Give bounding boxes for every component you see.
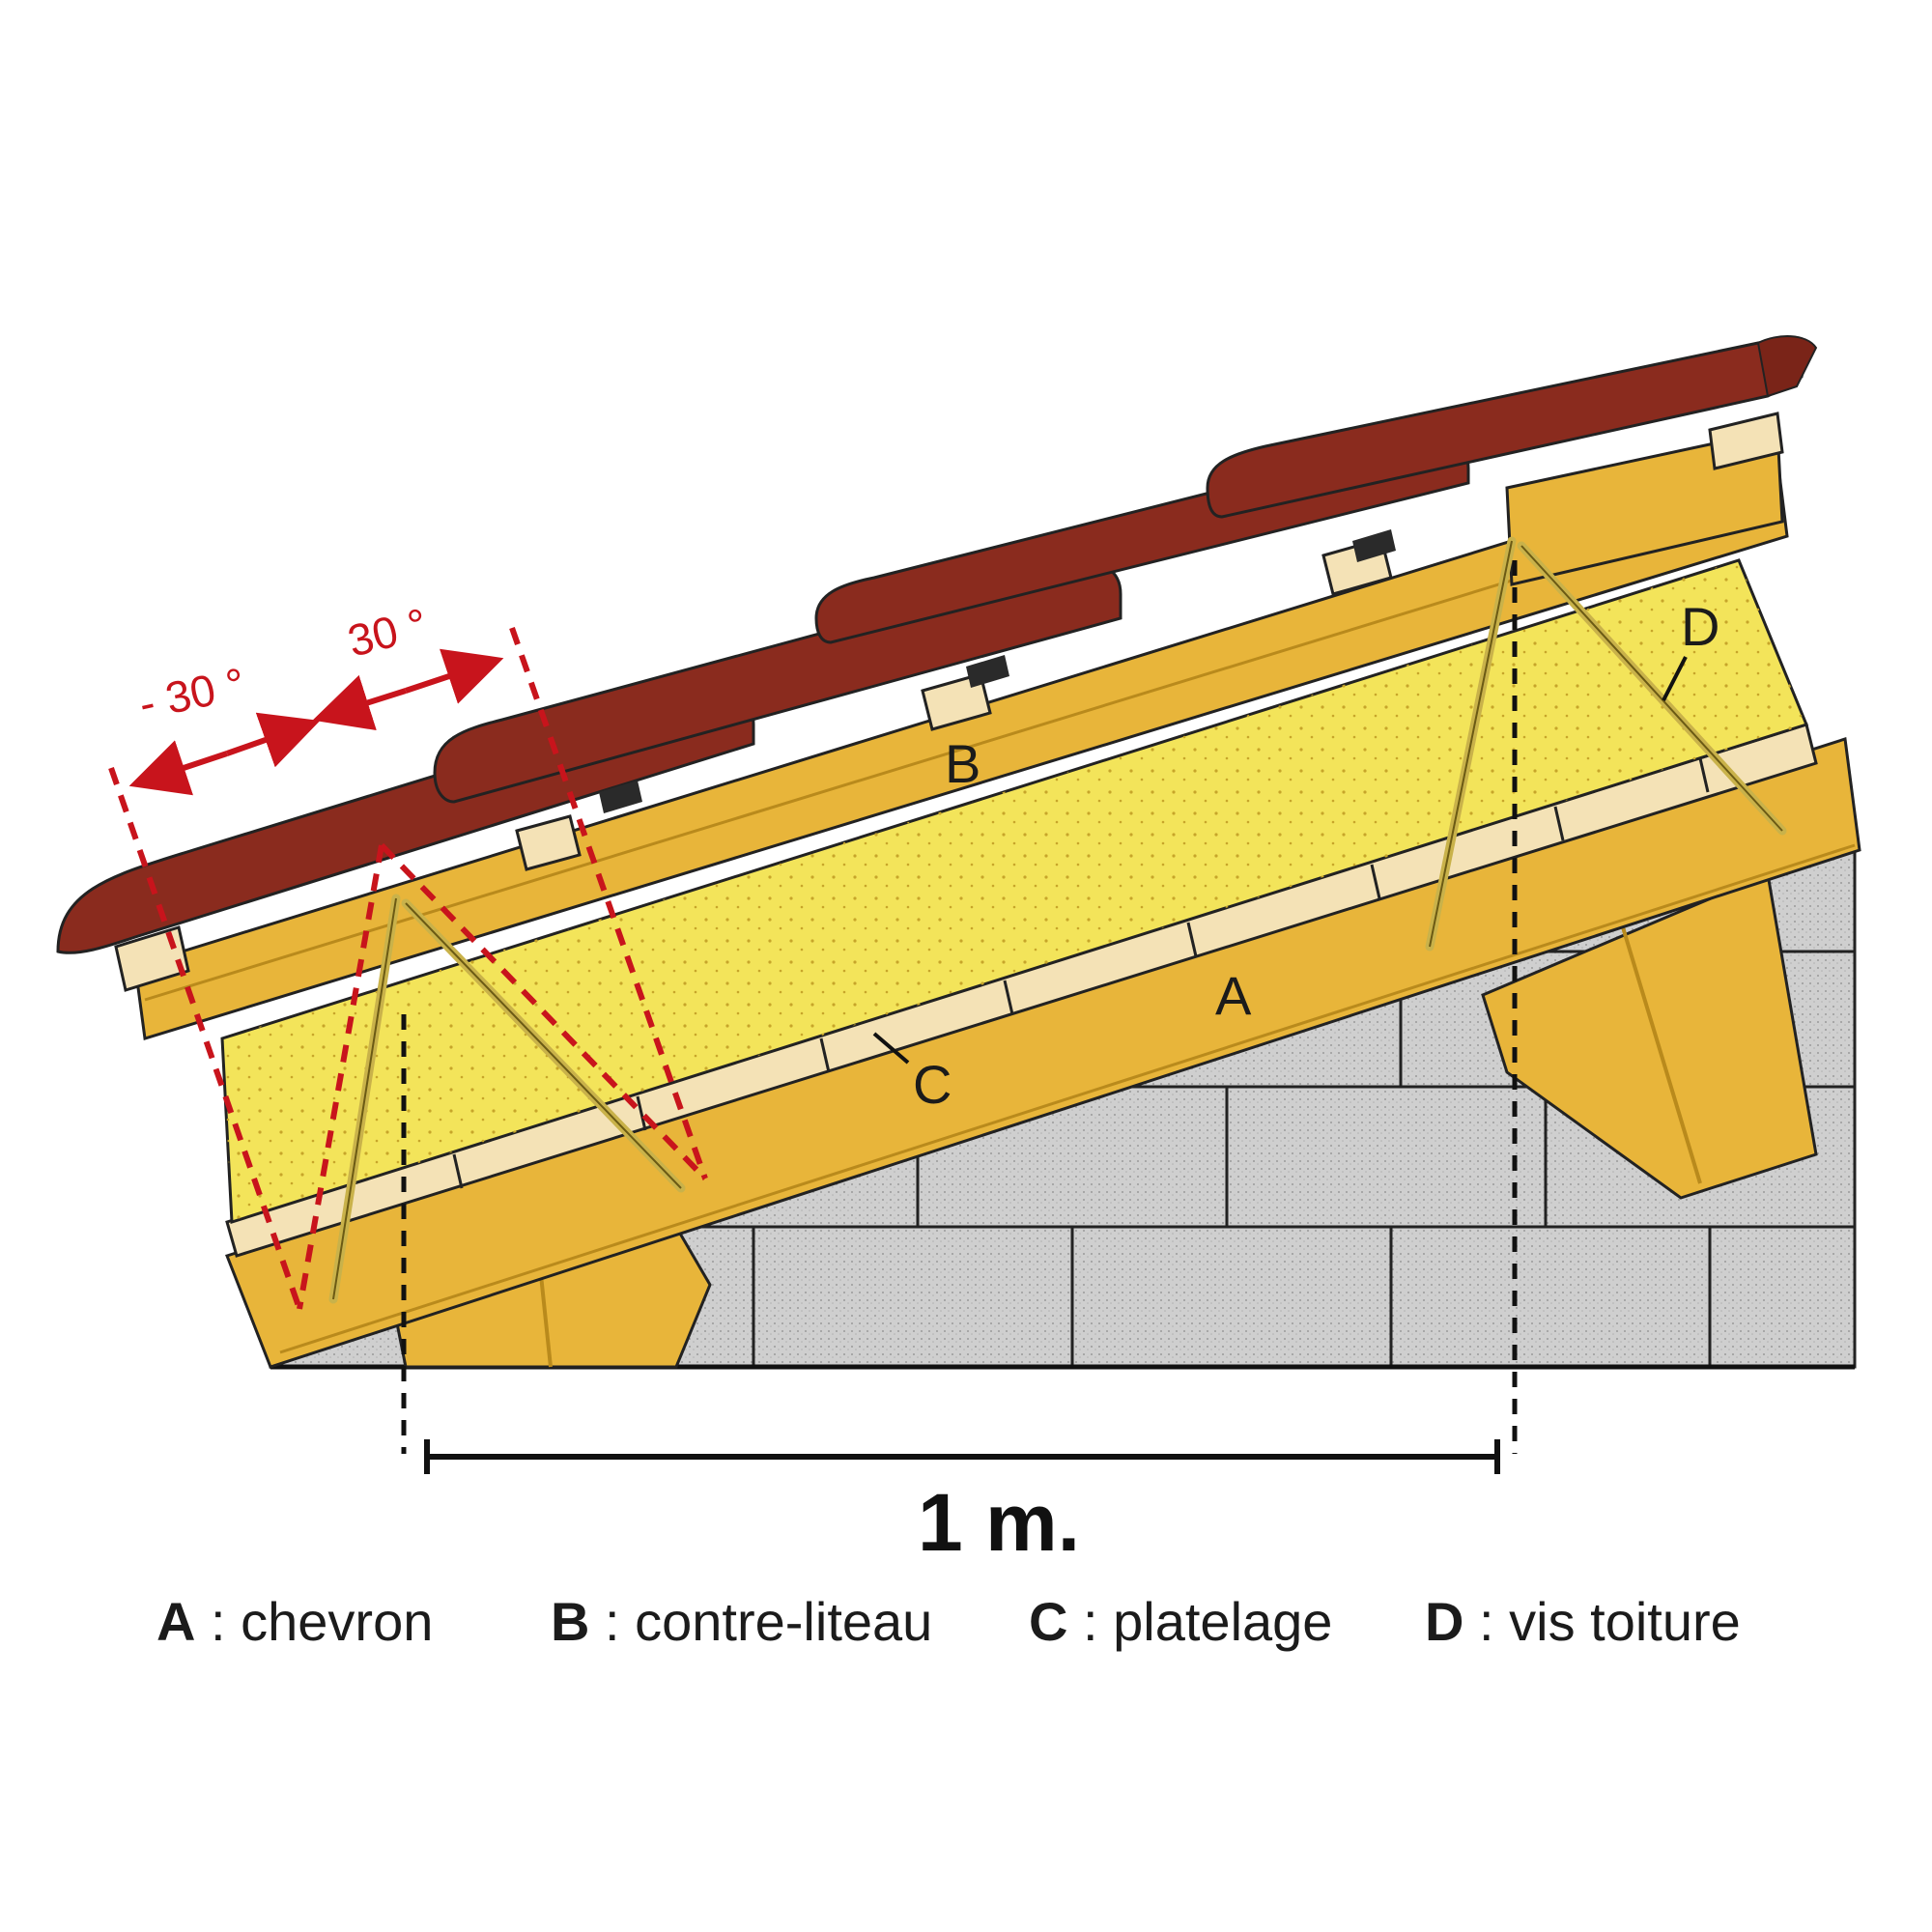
- part-label-b: B: [945, 733, 980, 794]
- part-label-a: A: [1215, 965, 1252, 1026]
- dimension-lines: [401, 560, 1518, 1454]
- legend-item-c: C : platelage: [1029, 1591, 1332, 1652]
- roof-tiles: [56, 335, 1818, 954]
- part-label-c: C: [913, 1054, 952, 1115]
- angle-guides: [108, 627, 708, 1310]
- scale-label: 1 m.: [918, 1477, 1080, 1568]
- legend-item-a: A : chevron: [156, 1591, 433, 1652]
- tile-battens: [114, 412, 1784, 992]
- scale-bar: [424, 1439, 1500, 1474]
- part-label-d: D: [1681, 596, 1719, 657]
- legend: A : chevron B : contre-liteau C : platel…: [156, 1591, 1741, 1652]
- angle-arrows: [128, 648, 504, 796]
- leader-d: [1662, 656, 1688, 701]
- angle-label-negative: - 30 °: [134, 658, 249, 729]
- angle-label-positive: 30 °: [343, 598, 432, 666]
- legend-item-d: D : vis toiture: [1425, 1591, 1741, 1652]
- legend-item-b: B : contre-liteau: [551, 1591, 932, 1652]
- insulation-panel: [220, 558, 1809, 1225]
- leader-c: [872, 1032, 910, 1065]
- roof-screws-outline: [332, 540, 1783, 1300]
